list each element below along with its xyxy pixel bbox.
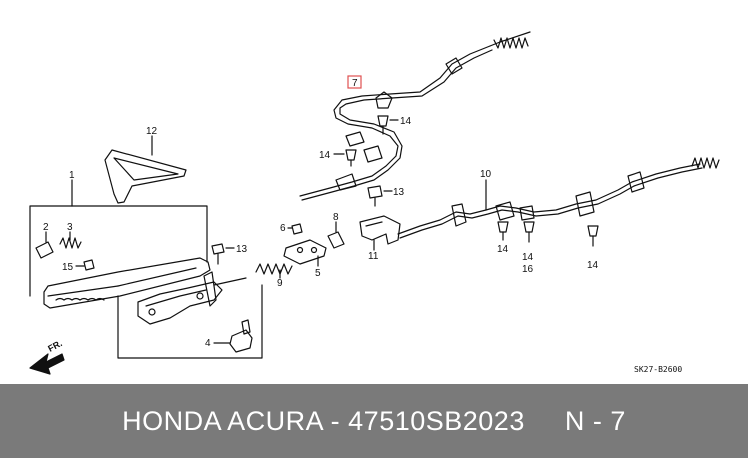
switch-4 <box>229 329 253 353</box>
bolt-14-c <box>497 221 509 233</box>
assembly-bottom-line <box>117 284 263 359</box>
assembly-left-line <box>29 205 73 297</box>
cable-10-grommet <box>627 171 645 193</box>
callout-6: 6 <box>280 223 286 234</box>
callout-8: 8 <box>333 212 339 223</box>
callout-7-highlight <box>347 75 362 89</box>
cable-10-boot <box>691 157 720 169</box>
cable-7-clip-bottom <box>335 173 357 191</box>
console-bracket-inner <box>113 157 179 181</box>
bolt-14-b <box>345 149 357 161</box>
callout-14-c: 14 <box>497 244 509 255</box>
lever-grip-texture <box>55 297 105 301</box>
cable-10-outer <box>399 167 703 239</box>
clip-15 <box>83 259 95 271</box>
bolt-13-upper <box>367 185 383 199</box>
lever-grip-edge <box>47 285 119 297</box>
cable-10-guide <box>451 203 467 227</box>
bolt-13-lower <box>211 243 225 255</box>
lever-ratchet-plate <box>203 271 217 307</box>
callout-10: 10 <box>480 169 492 180</box>
callout-13-upper: 13 <box>393 187 405 198</box>
cable-7-clip-low <box>363 145 383 163</box>
callout-5: 5 <box>315 268 321 279</box>
lever-body-edge <box>117 267 197 287</box>
callout-12: 12 <box>146 126 158 137</box>
cable-7 <box>299 45 491 197</box>
bracket-11 <box>359 215 401 245</box>
cable-10-clip-b <box>519 205 535 221</box>
nut-8 <box>327 231 345 249</box>
lever-base-hole <box>148 308 156 316</box>
pin-6 <box>291 223 303 235</box>
callout-3: 3 <box>67 222 73 233</box>
cable-7-boot <box>493 37 529 49</box>
parking-brake-diagram-svg: 1 2 3 4 5 6 7 8 9 10 11 12 13 13 14 14 1… <box>29 31 720 375</box>
callout-11: 11 <box>368 251 379 262</box>
callout-14-b: 14 <box>319 150 331 161</box>
equalizer-hole-a <box>296 246 304 254</box>
cable-10 <box>397 163 701 235</box>
switch-4-connector <box>241 319 251 335</box>
bolt-14-d <box>523 221 535 233</box>
drawing-code: SK27-B2600 <box>634 365 682 374</box>
callout-14-a: 14 <box>400 116 412 127</box>
callout-2: 2 <box>43 222 49 233</box>
front-direction-label: FR. <box>46 338 63 354</box>
parts-diagram: 1 2 3 4 5 6 7 8 9 10 11 12 13 13 14 14 1… <box>29 31 720 375</box>
callout-4: 4 <box>205 338 211 349</box>
bolt-14-e <box>587 225 599 237</box>
part-caption: HONDA ACURA - 47510SB2023 N - 7 <box>122 405 626 436</box>
callout-13-lower: 13 <box>236 244 248 255</box>
bolt-14-a <box>377 115 389 127</box>
assembly-bracket-line <box>71 205 208 263</box>
cable-7-clip-mid <box>345 131 365 147</box>
spring-3 <box>59 237 82 249</box>
front-arrow-icon <box>29 353 65 375</box>
lever-base-edge <box>145 289 207 307</box>
lever-rod <box>213 277 247 286</box>
cable-7-guide <box>445 57 463 75</box>
callout-1: 1 <box>69 170 75 181</box>
spring-9 <box>255 263 293 275</box>
cable-10-guide-right <box>575 191 595 217</box>
equalizer-5 <box>283 239 327 265</box>
lever-base <box>137 281 223 325</box>
cable-10-clip-a <box>495 201 515 221</box>
callout-14-e: 14 <box>587 260 599 271</box>
equalizer-hole-b <box>310 246 318 254</box>
callout-14-d: 14 <box>522 252 534 263</box>
callout-9: 9 <box>277 278 283 289</box>
brake-lever <box>43 257 211 309</box>
console-bracket <box>104 149 187 204</box>
cable-7-clip-top <box>375 91 393 109</box>
callout-15: 15 <box>62 262 74 273</box>
pin-part <box>35 241 54 259</box>
callout-7: 7 <box>352 78 358 89</box>
cable-7-outer <box>301 49 493 201</box>
bracket-11-edge <box>365 221 383 227</box>
caption-bar: HONDA ACURA - 47510SB2023 N - 7 <box>0 384 748 458</box>
lever-pivot <box>196 292 204 300</box>
callout-16: 16 <box>522 264 534 275</box>
